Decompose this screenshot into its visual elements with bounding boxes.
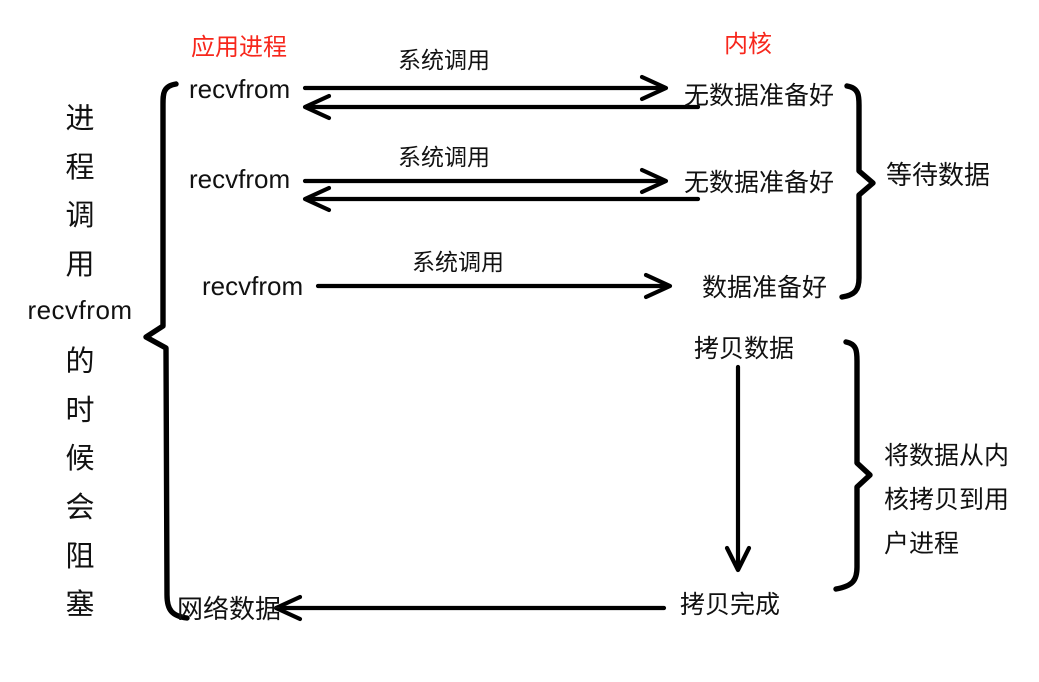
copy-data-brace	[833, 339, 873, 592]
copy-start-label: 拷贝数据	[694, 335, 795, 363]
recvfrom-call-3: recvfrom	[202, 271, 304, 301]
caption-char: 阻	[65, 540, 95, 573]
network-arrow-head	[273, 594, 303, 622]
recvfrom-call-2: recvfrom	[189, 164, 291, 194]
caption-recvfrom: recvfrom	[27, 295, 133, 326]
blocking-caption: 进 程 调 用 recvfrom 的 时 候 会 阻 塞	[10, 92, 150, 627]
copy-side-note-line: 将数据从内	[884, 442, 1010, 470]
kernel-result-2: 无数据准备好	[684, 169, 835, 197]
caption-char: 程	[65, 151, 95, 184]
caption-char: 时	[65, 394, 95, 427]
copy-side-note-line: 户进程	[884, 530, 960, 558]
caption-char: 用	[65, 249, 95, 282]
copy-side-note: 将数据从内 核拷贝到用 户进程	[884, 434, 1009, 566]
copy-down-arrow-head	[724, 545, 752, 573]
syscall-arrow-3-head	[643, 272, 673, 300]
return-arrow-1-head	[302, 93, 332, 121]
syscall-arrow-1-head	[639, 74, 669, 102]
caption-char: 调	[65, 200, 95, 233]
syscall-label-2: 系统调用	[398, 144, 490, 170]
wait-data-label: 等待数据	[886, 160, 991, 190]
syscall-label-1: 系统调用	[398, 47, 490, 73]
caption-char: 会	[65, 492, 95, 525]
wait-data-brace	[839, 83, 876, 300]
recvfrom-call-1: recvfrom	[189, 74, 291, 104]
return-arrow-2-head	[302, 185, 332, 213]
kernel-result-3: 数据准备好	[702, 274, 828, 302]
copy-side-note-line: 核拷贝到用	[884, 486, 1010, 514]
caption-char: 的	[65, 346, 95, 379]
kernel-header: 内核	[724, 31, 772, 58]
app-process-header: 应用进程	[191, 34, 287, 61]
caption-char: 塞	[65, 589, 95, 622]
kernel-result-1: 无数据准备好	[684, 82, 835, 110]
caption-char: 进	[65, 103, 95, 136]
blocking-brace	[143, 81, 190, 621]
syscall-label-3: 系统调用	[412, 249, 504, 275]
network-data-label: 网络数据	[177, 594, 282, 624]
syscall-arrow-2-head	[639, 167, 669, 195]
caption-char: 候	[65, 443, 95, 476]
copy-done-label: 拷贝完成	[680, 591, 781, 619]
